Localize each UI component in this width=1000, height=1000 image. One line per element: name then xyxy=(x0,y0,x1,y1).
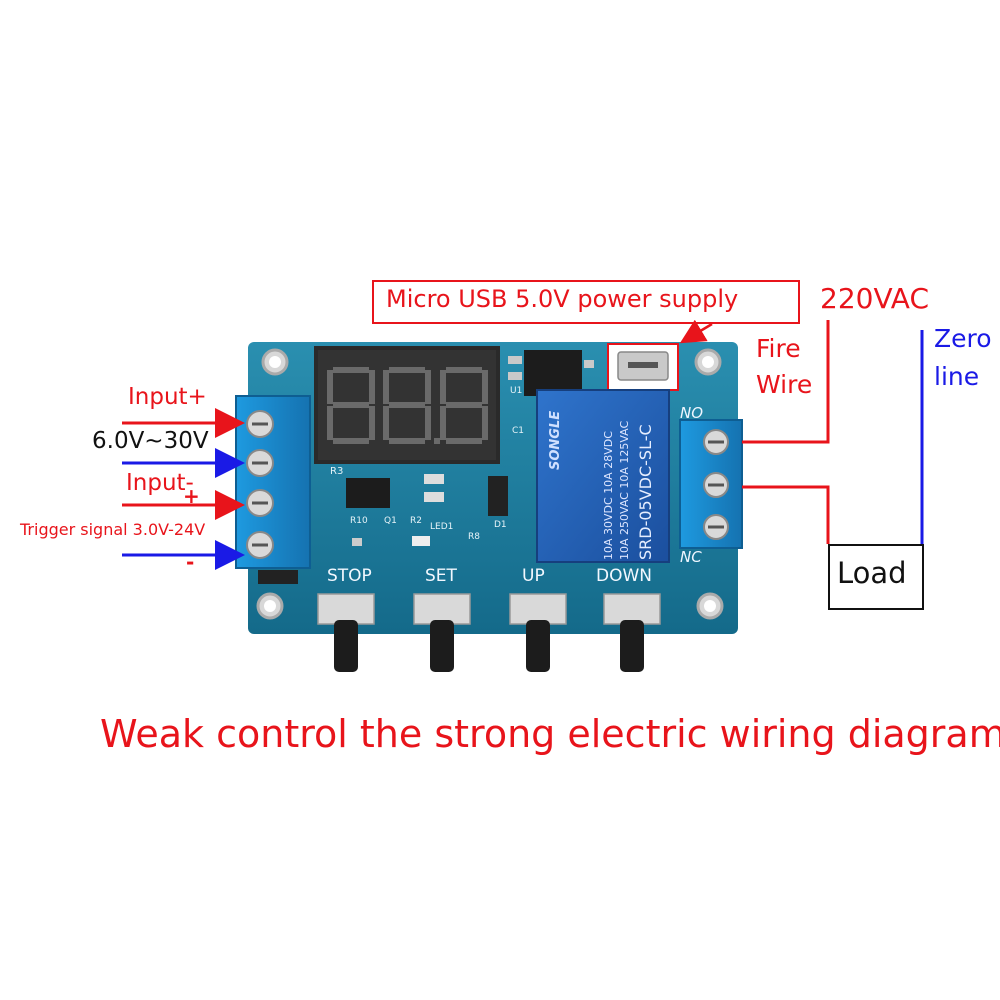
input-arrows xyxy=(122,408,245,570)
relay-brand: SONGLE xyxy=(548,410,563,470)
relay-nc-label: NC xyxy=(680,548,702,566)
trigger-plus-sign: + xyxy=(183,484,200,508)
relay-terminal-block xyxy=(679,419,743,549)
input-terminal-block xyxy=(235,395,311,584)
load-box xyxy=(828,544,924,610)
silk-led1: LED1 xyxy=(430,522,454,532)
usb-arrow xyxy=(679,319,713,344)
zero-line-label-2: line xyxy=(934,362,980,391)
seven-segment-display xyxy=(314,346,500,464)
voltage-range-label: 6.0V~30V xyxy=(92,428,209,454)
input-plus-label: Input+ xyxy=(128,384,207,410)
vac-label: 220VAC xyxy=(820,282,930,315)
button-stop-label: STOP xyxy=(327,566,372,586)
silk-r10: R10 xyxy=(350,516,368,526)
fire-wire-line xyxy=(742,320,830,444)
load-wire-line xyxy=(742,485,830,544)
fire-wire-label-1: Fire xyxy=(756,334,801,363)
relay xyxy=(536,389,670,563)
silk-r2: R2 xyxy=(410,516,422,526)
usb-supply-box xyxy=(372,280,800,324)
usb-supply-label: Micro USB 5.0V power supply xyxy=(386,285,739,313)
button-set-label: SET xyxy=(425,566,457,586)
relay-no-label: NO xyxy=(680,404,704,422)
silk-q1: Q1 xyxy=(384,516,397,526)
silk-c1: C1 xyxy=(512,426,525,436)
relay-rating-2: 10A 30VDC 10A 28VDC xyxy=(602,431,615,560)
relay-model: SRD-05VDC-SL-C xyxy=(636,424,655,560)
zero-line-label-1: Zero xyxy=(934,324,992,353)
mounting-holes xyxy=(256,348,724,620)
trigger-minus-sign: - xyxy=(186,550,195,574)
push-buttons xyxy=(317,593,661,672)
silk-r3: R3 xyxy=(330,466,344,477)
micro-usb-port xyxy=(607,343,679,391)
ic-components xyxy=(346,350,594,546)
fire-wire-label-2: Wire xyxy=(756,370,813,399)
button-down-label: DOWN xyxy=(596,566,652,586)
silk-r8: R8 xyxy=(468,532,480,542)
trigger-signal-label: Trigger signal 3.0V-24V xyxy=(20,520,206,539)
silk-d1: D1 xyxy=(494,520,507,530)
relay-rating-1: 10A 250VAC 10A 125VAC xyxy=(618,420,631,560)
diagram-caption: Weak control the strong electric wiring … xyxy=(100,712,1000,756)
button-up-label: UP xyxy=(522,566,545,586)
load-label: Load xyxy=(837,556,907,590)
silk-u1: U1 xyxy=(510,386,523,396)
input-minus-label: Input- xyxy=(126,470,194,496)
